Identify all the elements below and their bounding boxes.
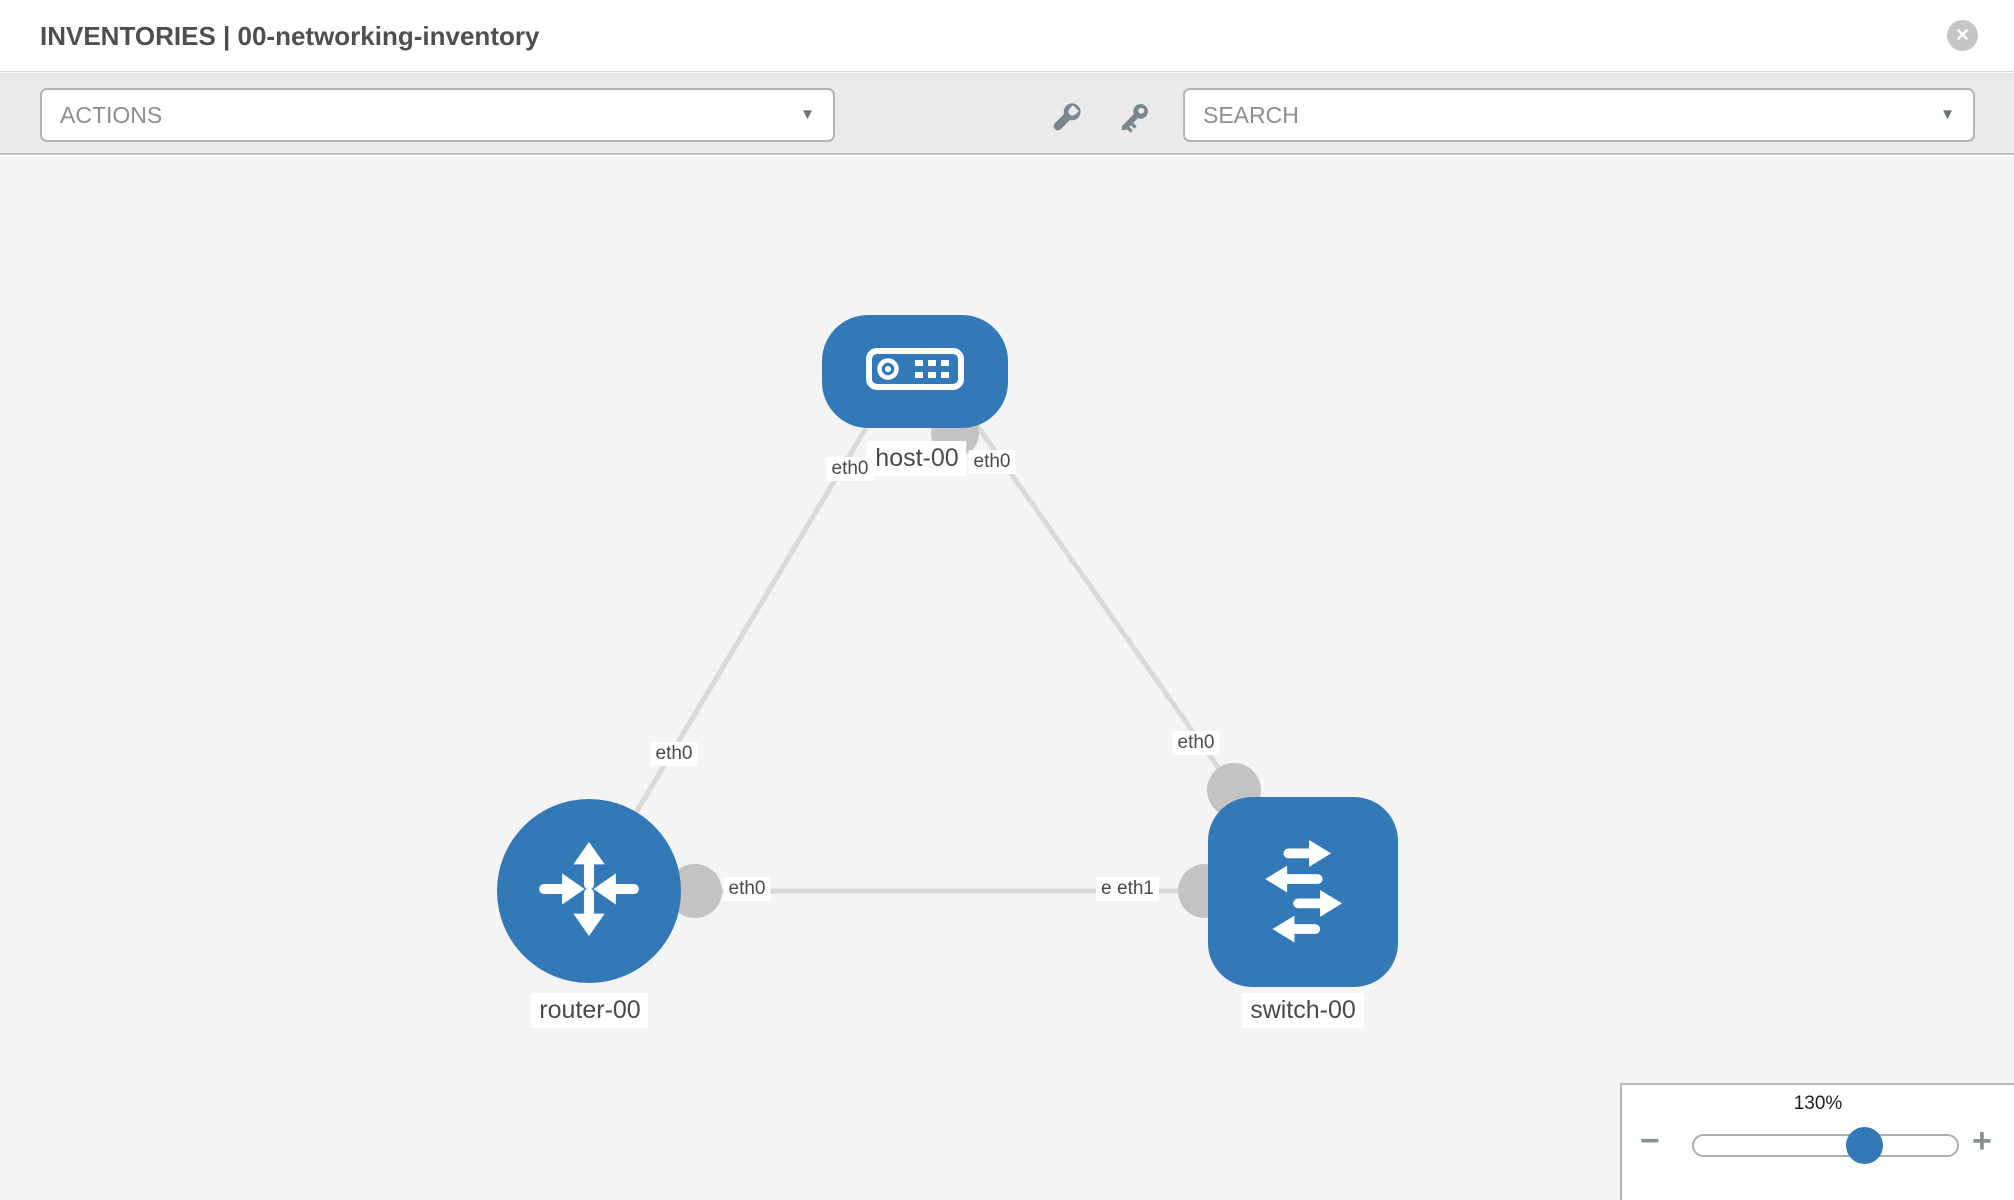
zoom-in-button[interactable]: +: [1972, 1122, 1992, 1160]
port-circle-router: [668, 864, 722, 918]
zoom-slider-track[interactable]: [1692, 1134, 1959, 1157]
actions-dropdown-label: ACTIONS: [60, 102, 163, 128]
close-icon[interactable]: ×: [1947, 20, 1978, 51]
page-title: INVENTORIES | 00-networking-inventory: [40, 21, 540, 51]
port-label-switch-left: eth1: [1112, 877, 1159, 901]
wrench-icon[interactable]: [1047, 99, 1085, 137]
zoom-level-value: 130%: [1793, 1093, 1843, 1114]
chevron-down-icon: ▼: [1940, 106, 1955, 123]
key-icon[interactable]: [1115, 99, 1153, 137]
port-label-host-left: eth0: [826, 457, 874, 481]
zoom-panel: 130% − +: [1620, 1083, 2014, 1200]
toolbar: ACTIONS ▼ SEARCH ▼: [0, 73, 2014, 155]
port-label-router-uplink: eth0: [650, 742, 698, 766]
node-router[interactable]: [497, 799, 681, 983]
link-host-switch: [973, 422, 1237, 792]
search-dropdown[interactable]: SEARCH ▼: [1183, 88, 1975, 142]
search-dropdown-label: SEARCH: [1203, 102, 1299, 128]
node-host[interactable]: [822, 315, 1008, 428]
node-label-router: router-00: [531, 993, 649, 1028]
server-icon: [865, 346, 965, 397]
router-arrows-icon: [533, 833, 645, 950]
zoom-out-button[interactable]: −: [1640, 1122, 1660, 1160]
header: INVENTORIES | 00-networking-inventory ×: [0, 0, 2014, 72]
chevron-down-icon: ▼: [800, 106, 815, 123]
close-glyph: ×: [1956, 22, 1969, 47]
topology-canvas[interactable]: host-00 router-00 switch-00 eth0 eth0 et…: [0, 157, 2014, 1200]
port-label-host-right: eth0: [968, 450, 1016, 474]
node-switch[interactable]: [1208, 797, 1398, 987]
zoom-slider-handle[interactable]: [1846, 1127, 1883, 1164]
port-label-switch-uplink: eth0: [1172, 731, 1220, 755]
port-label-router-right: eth0: [723, 877, 771, 901]
switch-arrows-icon: [1242, 829, 1364, 956]
actions-dropdown[interactable]: ACTIONS ▼: [40, 88, 835, 142]
topology-links-layer: [586, 409, 1261, 918]
node-label-host: host-00: [867, 441, 967, 476]
node-label-switch: switch-00: [1242, 993, 1364, 1028]
